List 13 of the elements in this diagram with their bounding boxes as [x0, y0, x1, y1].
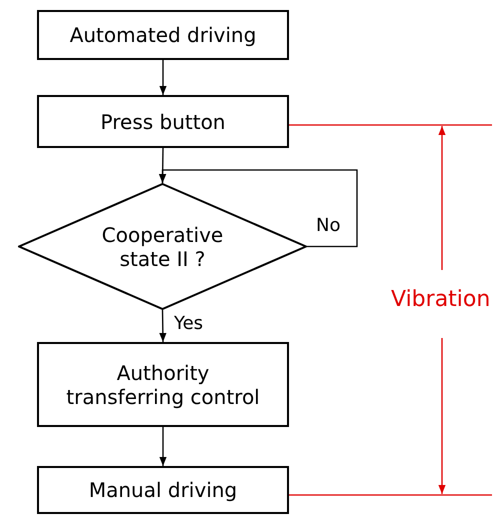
node-text: Manual driving [88, 478, 238, 502]
arrow [158, 169, 358, 248]
arrow [159, 310, 166, 342]
process-box [37, 10, 289, 60]
process-box [37, 95, 289, 148]
process-box [37, 342, 289, 427]
arrow [159, 60, 167, 95]
node-text: Automated driving [70, 23, 256, 47]
node-text: Cooperative state II ? [100, 222, 224, 270]
arrow [159, 427, 167, 466]
node-text: Authority transferring control [65, 360, 261, 408]
process-box [37, 466, 289, 514]
node-text: Press button [100, 110, 226, 134]
